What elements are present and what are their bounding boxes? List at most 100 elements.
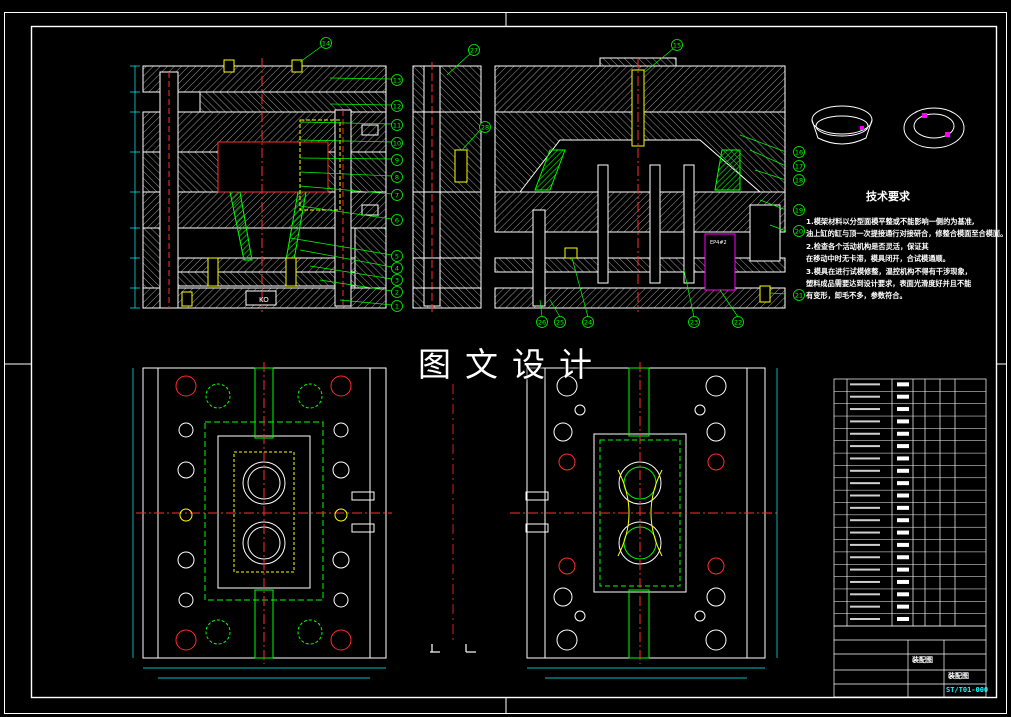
parts-row-mark: [897, 530, 909, 535]
balloon-label: 6: [395, 217, 399, 225]
balloon-18: [793, 174, 805, 186]
drawing-title-b: 装配图: [947, 671, 969, 680]
plan-view-right: [510, 362, 780, 679]
parts-row-text: [850, 494, 880, 497]
balloon-12: [391, 100, 403, 112]
parts-list: [833, 378, 987, 698]
balloon-6: [391, 214, 403, 226]
balloon-label: 4: [395, 265, 399, 273]
balloon-28: [479, 121, 491, 133]
balloon-20: [793, 225, 805, 237]
parts-row-mark: [897, 382, 909, 387]
balloon-4: [391, 262, 403, 274]
parts-row-mark: [897, 493, 909, 498]
parts-row-mark: [897, 592, 909, 597]
parts-row-text: [850, 408, 880, 411]
parts-row-mark: [897, 468, 909, 473]
plan-left-holes: [175, 375, 352, 651]
section-marks: [430, 384, 476, 653]
ep-label: EP4#2: [710, 240, 727, 246]
balloon-5: [391, 250, 403, 262]
parts-row-text: [850, 383, 880, 386]
balloon-19: [793, 204, 805, 216]
parts-row-text: [850, 445, 880, 448]
parts-row-mark: [897, 444, 909, 449]
dimension-chain-left: [130, 65, 140, 309]
parts-row-mark: [897, 407, 909, 412]
parts-row-mark: [897, 394, 909, 399]
balloon-label: 10: [393, 140, 401, 148]
balloon-label: 20: [795, 228, 803, 236]
balloon-16: [793, 146, 805, 158]
watermark-title: 图文设计: [418, 345, 606, 384]
balloon-label: 25: [556, 319, 564, 327]
balloon-8: [391, 171, 403, 183]
balloon-label: 12: [393, 103, 401, 111]
balloon-26: [536, 316, 548, 328]
balloon-label: 22: [734, 319, 742, 327]
balloon-label: 26: [538, 319, 546, 327]
sheet-frame: [4, 12, 1007, 714]
parts-row-text: [850, 580, 880, 583]
parts-row-text: [850, 506, 880, 509]
tech-line: 油上缸的缸与顶一次提接通行对接研合，修整合模面至合模面。: [806, 229, 1008, 239]
tech-line: 塑料成品需要达到设计要求，表面光滑度好并且不能: [806, 279, 972, 289]
leader-lines: [289, 45, 393, 306]
balloon-label: 7: [395, 192, 399, 200]
balloon-label: 13: [393, 77, 401, 85]
balloon-17: [793, 160, 805, 172]
balloon-7: [391, 189, 403, 201]
tech-title: 技术要求: [866, 190, 910, 203]
balloon-label: 16: [795, 149, 803, 157]
balloon-1: [391, 300, 403, 312]
parts-row-text: [850, 556, 880, 559]
balloon-label: 28: [481, 124, 489, 132]
balloon-label: 23: [690, 319, 698, 327]
drawing-title-a: 装配图: [911, 655, 933, 664]
balloon-label: 8: [395, 174, 399, 182]
balloon-11: [391, 119, 403, 131]
parts-row-mark: [897, 617, 909, 621]
balloon-label: 27: [470, 47, 478, 55]
parts-row-mark: [897, 456, 909, 461]
section-side: [412, 51, 483, 312]
tech-requirements: 1.模架材料以分型面模平整或不能影响一侧的为基准, 油上缸的缸与顶一次提接通行对…: [806, 216, 1008, 303]
balloon-label: 18: [795, 177, 803, 185]
balloon-27: [468, 44, 480, 56]
balloon-22: [732, 316, 744, 328]
balloon-label: 24: [584, 319, 592, 327]
balloon-9: [391, 154, 403, 166]
balloon-14: [320, 37, 332, 49]
parts-row-text: [850, 618, 880, 620]
parts-row-mark: [897, 518, 909, 523]
parts-row-text: [850, 457, 880, 460]
tech-line: 1.模架材料以分型面模平整或不能影响一侧的为基准,: [806, 217, 975, 226]
balloon-label: 9: [395, 157, 399, 165]
balloon-label: 2: [395, 289, 399, 297]
parts-row-text: [850, 593, 880, 596]
parts-row-text: [850, 482, 880, 485]
parts-row-mark: [897, 555, 909, 560]
balloon-25: [554, 316, 566, 328]
leader-lines-right: [539, 47, 787, 318]
parts-row-text: [850, 543, 880, 546]
plan-view-left: [132, 362, 392, 679]
balloon-10: [391, 137, 403, 149]
parts-row-mark: [897, 604, 909, 609]
tech-line: 有变形，卸毛不多，参数符合。: [806, 291, 907, 301]
parts-row-text: [850, 420, 880, 423]
parts-row-mark: [897, 419, 909, 424]
plan-right-holes: [553, 375, 727, 651]
tech-line: 3.模具在进行试模修整，温控机构不得有干涉现象，: [806, 266, 972, 276]
parts-row-mark: [897, 481, 909, 486]
section-main: [142, 58, 387, 312]
balloon-2: [391, 286, 403, 298]
balloon-label: 21: [795, 292, 803, 300]
balloon-label: 1: [395, 303, 399, 311]
parts-row-mark: [897, 579, 909, 584]
parts-row-mark: [897, 542, 909, 547]
parts-row-text: [850, 605, 880, 608]
ko-label: KO: [259, 296, 269, 304]
tech-line: 在移动中时无卡滞，模具闭开，合试模通顺。: [806, 254, 950, 264]
